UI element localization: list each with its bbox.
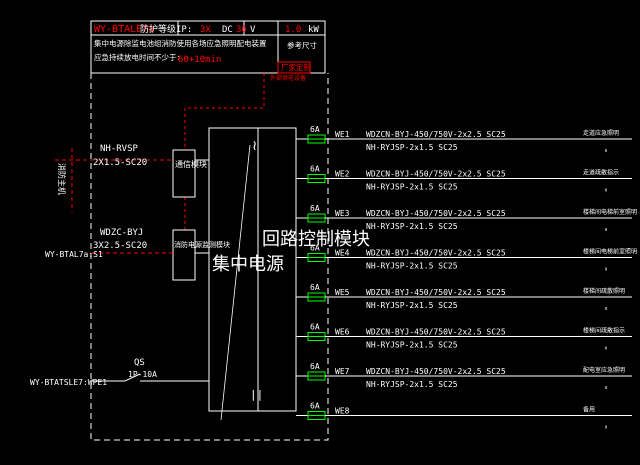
- ripple-symbol: ≀: [252, 138, 257, 154]
- circuit-load: 楼梯间疏散指示: [583, 327, 625, 335]
- circuit-cable: WDZCN-BYJ-450/750V-2x2.5 SC25: [366, 367, 506, 376]
- comm-module: [172, 149, 196, 198]
- circuit-cable: WDZCN-BYJ-450/750V-2x2.5 SC25: [366, 209, 506, 218]
- signal-red-dashed: [184, 73, 265, 150]
- qs-switch: [124, 373, 141, 382]
- circuit-id: WE7: [335, 367, 350, 376]
- circuit-control-cable: NH-RYJSP-2x1.5 SC25: [366, 341, 458, 350]
- qs-label: QS: [134, 358, 145, 368]
- maker-box: [277, 61, 311, 74]
- circuit-id: WE4: [335, 249, 350, 258]
- fuse-rating: 6A: [310, 362, 320, 371]
- desc-line-1: 集中电源除监电池组消防使用各场应急照明配电装置: [94, 38, 267, 48]
- circuit-load: 配电室应急照明: [583, 366, 625, 374]
- external-note: 外部供电设备: [270, 74, 306, 82]
- circuit-id: WE6: [335, 328, 350, 337]
- desc-line-2: 应急持续放电时间不少于:: [94, 52, 181, 62]
- fuse-rating: 6A: [310, 402, 320, 411]
- circuit-control-cable: NH-RYJSP-2x1.5 SC25: [366, 222, 458, 231]
- dc-unit: V: [250, 25, 256, 35]
- protection-label: 防护等级IP:: [140, 23, 192, 35]
- protection-value: 3X: [200, 25, 211, 35]
- circuit-cable: WDZCN-BYJ-450/750V-2x2.5 SC25: [366, 130, 506, 139]
- fire-monitor-module: [172, 229, 196, 281]
- circuit-control-cable: NH-RYJSP-2x1.5 SC25: [366, 301, 458, 310]
- circuit-id: WE1: [335, 130, 350, 139]
- circuit-cable: WDZCN-BYJ-450/750V-2x2.5 SC25: [366, 170, 506, 179]
- circuit-cable: WDZCN-BYJ-450/750V-2x2.5 SC25: [366, 328, 506, 337]
- duration-value: 60+10min: [178, 55, 221, 65]
- fuse-rating: 6A: [310, 125, 320, 134]
- panel-id: WY-BTALE7a: [94, 24, 154, 35]
- circuit-cable: WDZCN-BYJ-450/750V-2x2.5 SC25: [366, 288, 506, 297]
- fuse-rating: 6A: [310, 244, 320, 253]
- dc-label: DC: [222, 25, 233, 35]
- battery-symbol: ||: [250, 388, 263, 401]
- fuse-rating: 6A: [310, 323, 320, 332]
- monitor-source: WY-BTAL7a:S1: [45, 250, 103, 259]
- circuit-load: 楼梯间电梯前室照明: [583, 208, 637, 216]
- circuit-cable: WDZCN-BYJ-450/750V-2x2.5 SC25: [366, 249, 506, 258]
- circuit-load: 备用: [583, 406, 595, 414]
- ref-size: 参考尺寸: [287, 40, 317, 50]
- power-value: 1.0: [285, 25, 301, 35]
- cabinet-dashed-border: [90, 73, 329, 441]
- comm-spec: 2X1.5-SC20: [93, 158, 147, 168]
- circuit-id: WE3: [335, 209, 350, 218]
- monitor-cable: WDZC-BYJ: [100, 228, 143, 238]
- mains-source: WY-BTATSLE7:WPE1: [30, 378, 107, 387]
- circuit-control-cable: NH-RYJSP-2x1.5 SC25: [366, 380, 458, 389]
- fuse-rating: 6A: [310, 283, 320, 292]
- circuit-control-cable: NH-RYJSP-2x1.5 SC25: [366, 143, 458, 152]
- circuit-control-cable: NH-RYJSP-2x1.5 SC25: [366, 183, 458, 192]
- circuit-load: 走道疏散指示: [583, 169, 619, 177]
- fuse-rating: 6A: [310, 165, 320, 174]
- circuit-id: WE2: [335, 170, 350, 179]
- header-border: [90, 20, 326, 74]
- maker: 厂家定制: [281, 62, 311, 72]
- comm-cable: NH-RVSP: [100, 144, 139, 154]
- fuse-rating: 6A: [310, 204, 320, 213]
- monitor-spec: 3X2.5-SC20: [93, 241, 147, 251]
- circuit-control-cable: NH-RYJSP-2x1.5 SC25: [366, 262, 458, 271]
- central-power-box: [208, 127, 297, 412]
- diagonal-line: [220, 144, 251, 421]
- comm-module-label: 通信模块: [175, 159, 207, 169]
- circuit-id: WE8: [335, 407, 350, 416]
- fire-monitor-label: 消防电源监测模块: [174, 240, 230, 249]
- circuit-load: 走道应急照明: [583, 129, 619, 137]
- power-unit: kW: [308, 25, 319, 35]
- qs-rating: 1P-10A: [128, 370, 157, 379]
- circuit-id: WE5: [335, 288, 350, 297]
- circuit-load: 楼梯间疏散照明: [583, 287, 625, 295]
- dc-value: 36: [236, 25, 247, 35]
- loop-control-label: 回路控制模块: [262, 229, 370, 250]
- central-power-label: 集中电源: [212, 254, 284, 275]
- comm-source: 消防主机: [57, 163, 67, 195]
- circuit-load: 楼梯间电梯前室照明: [583, 248, 637, 256]
